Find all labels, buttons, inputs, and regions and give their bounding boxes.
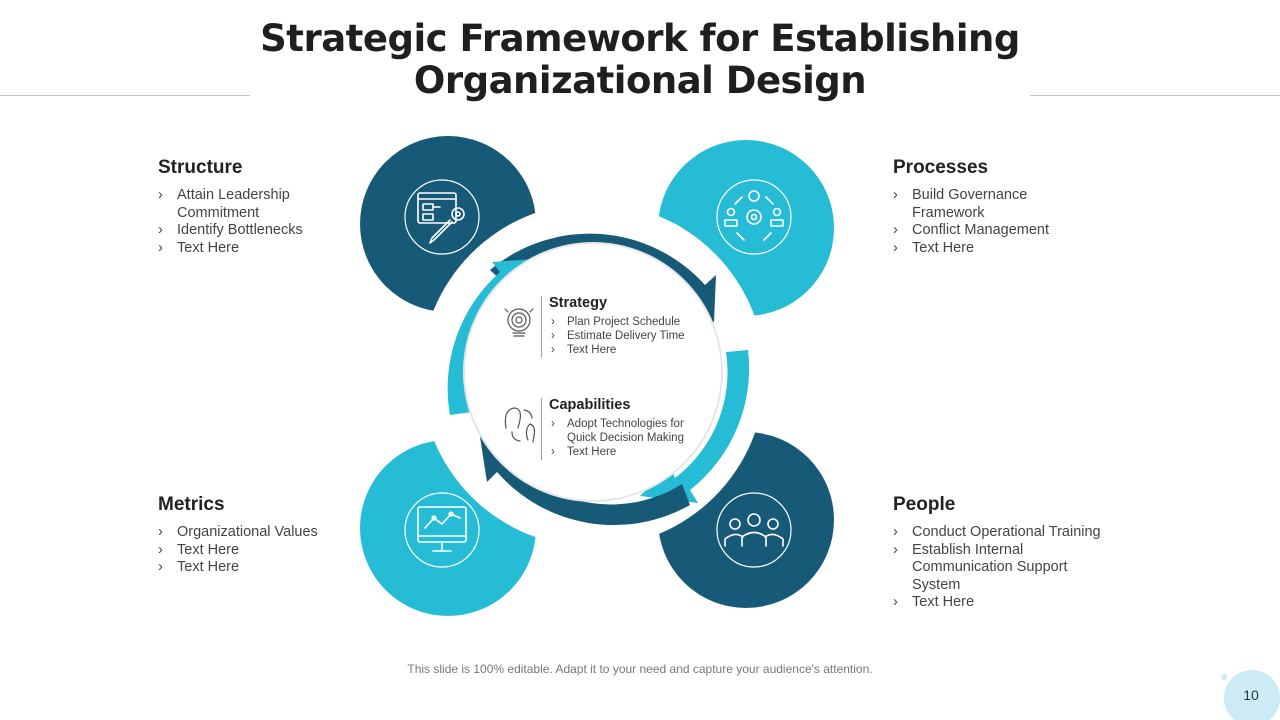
page-number: 10 — [1243, 687, 1259, 703]
metrics-item: Text Here — [158, 559, 348, 577]
ring-structure — [404, 179, 480, 255]
people-block: People Conduct Operational Training Esta… — [893, 494, 1113, 612]
processes-block: Processes Build Governance Framework Con… — [893, 157, 1093, 257]
arrow-dark-bottom — [480, 437, 690, 526]
team-people-icon — [724, 513, 784, 547]
metrics-item: Text Here — [158, 542, 348, 560]
processes-item: Build Governance Framework — [893, 187, 1093, 222]
strategy-divider — [541, 296, 542, 358]
structure-item: Text Here — [158, 240, 348, 258]
flowchart-gear-pencil-icon — [417, 192, 465, 244]
structure-heading: Structure — [158, 157, 243, 178]
page-title: Strategic Framework for Establishing Org… — [260, 17, 1020, 102]
people-item: Establish Internal Communication Support… — [893, 542, 1113, 595]
strategy-item: Plan Project Schedule — [549, 315, 709, 329]
monitor-chart-icon — [417, 506, 467, 552]
metrics-block: Metrics Organizational Values Text Here … — [158, 494, 348, 577]
processes-item: Conflict Management — [893, 222, 1093, 240]
ring-metrics — [404, 492, 480, 568]
people-item: Text Here — [893, 594, 1113, 612]
ring-processes — [716, 179, 792, 255]
footer-note: This slide is 100% editable. Adapt it to… — [407, 662, 873, 676]
capabilities-heading: Capabilities — [549, 397, 631, 413]
title-rule-right — [1030, 95, 1280, 96]
strategy-block: Strategy Plan Project Schedule Estimate … — [549, 295, 709, 357]
title-rule-left — [0, 95, 250, 96]
capabilities-item: Text Here — [549, 445, 699, 459]
metrics-heading: Metrics — [158, 494, 225, 515]
strategy-heading: Strategy — [549, 295, 608, 311]
processes-heading: Processes — [893, 157, 989, 178]
head-idea-icon — [504, 407, 536, 443]
ring-people — [716, 492, 792, 568]
structure-item: Attain Leadership Commitment — [158, 187, 348, 222]
page-badge — [1221, 670, 1280, 720]
capabilities-item: Adopt Technologies for Quick Decision Ma… — [549, 417, 699, 445]
strategy-item: Estimate Delivery Time — [549, 329, 709, 343]
process-cycle-people-icon — [724, 190, 784, 241]
center-disc — [463, 242, 723, 502]
strategy-item: Text Here — [549, 343, 709, 357]
people-heading: People — [893, 494, 956, 515]
structure-item: Identify Bottlenecks — [158, 222, 348, 240]
processes-item: Text Here — [893, 240, 1093, 258]
people-item: Conduct Operational Training — [893, 524, 1113, 542]
metrics-item: Organizational Values — [158, 524, 348, 542]
target-bulb-icon — [504, 308, 534, 337]
capabilities-divider — [541, 398, 542, 460]
capabilities-block: Capabilities Adopt Technologies for Quic… — [549, 397, 699, 459]
structure-block: Structure Attain Leadership Commitment I… — [158, 157, 348, 257]
